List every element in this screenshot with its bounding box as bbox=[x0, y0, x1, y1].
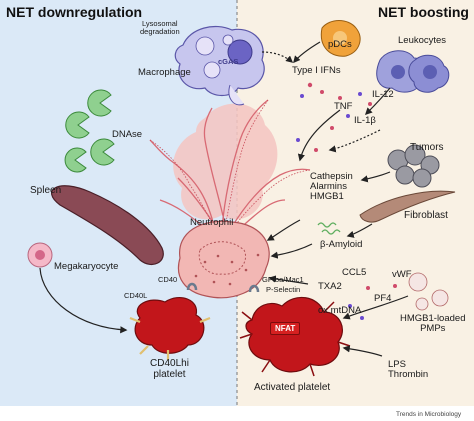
arrows bbox=[39, 41, 409, 357]
vwf-label: vWF bbox=[392, 269, 412, 280]
beta-amyloid-label: β-Amyloid bbox=[320, 239, 363, 250]
arrow-lps-to-platelet bbox=[342, 345, 383, 357]
p-selectin-label: P-Selectin bbox=[266, 285, 301, 294]
leukocytes-label: Leukocytes bbox=[398, 35, 447, 46]
spleen-organ bbox=[51, 185, 164, 265]
megakaryocyte-label: Megakaryocyte bbox=[54, 261, 119, 272]
tnf-label: TNF bbox=[334, 101, 353, 112]
activated-platelet-label: Activated platelet bbox=[254, 382, 331, 393]
txa2-label: TXA2 bbox=[318, 281, 342, 292]
hmgb1-pmps-label: HMGB1-loaded PMPs bbox=[400, 313, 466, 334]
gpiba-mac1-label: GPIba/Mac1 bbox=[262, 275, 304, 284]
type-i-ifns-label: Type I IFNs bbox=[292, 65, 341, 76]
right-panel-title: NET boosting bbox=[378, 4, 469, 20]
dnase-enzymes bbox=[64, 89, 115, 173]
lysosomal-degradation-label: Lysosomal degradation bbox=[140, 19, 180, 36]
neutrophil-receptors bbox=[186, 282, 260, 293]
macrophage-cell bbox=[174, 25, 265, 106]
arrow-platelet-mediators-to-neutrophil bbox=[268, 275, 309, 285]
cd40l-hi-platelet-label: CD40Lhi platelet bbox=[150, 358, 189, 380]
cd40l-hi-platelet bbox=[129, 297, 211, 360]
megakaryocyte-cell bbox=[27, 242, 53, 268]
ox-mtdna-label: ox mtDNA bbox=[318, 305, 362, 316]
cd40-label: CD40 bbox=[158, 275, 178, 284]
arrow-cathepsin-to-neutrophil bbox=[266, 219, 301, 241]
ccl5-label: CCL5 bbox=[342, 267, 367, 278]
cathepsin-alarmins-hmgb1-label: Cathepsin Alarmins HMGB1 bbox=[310, 171, 353, 202]
leukocyte-cells bbox=[376, 50, 450, 93]
arrow-pmps-to-platelet bbox=[342, 295, 409, 320]
cd40l-label: CD40L bbox=[124, 291, 148, 300]
tumors-label: Tumors bbox=[410, 142, 444, 153]
arrow-tumor-to-cathepsin bbox=[360, 171, 391, 183]
arrow-megakaryocyte-to-platelet bbox=[39, 267, 128, 334]
arrow-amyloid-to-neutrophil bbox=[270, 243, 313, 259]
spleen-label: Spleen bbox=[30, 185, 62, 196]
arrow-pdc-to-ifn bbox=[293, 41, 321, 64]
lps-thrombin-label: LPS Thrombin bbox=[388, 359, 429, 380]
arrow-macrophage-to-ifn bbox=[261, 51, 294, 63]
dnase-label: DNAse bbox=[112, 129, 143, 140]
cytokine-dots bbox=[296, 82, 397, 320]
tumor-cells bbox=[387, 144, 440, 188]
macrophage-label: Macrophage bbox=[138, 67, 191, 78]
net-fibres-coils bbox=[149, 99, 311, 231]
arrow-pdc-leuk-to-neutrophil bbox=[328, 129, 381, 153]
nfat-badge: NFAT bbox=[270, 322, 301, 335]
fibroblast-label: Fibroblast bbox=[404, 210, 448, 221]
neutrophil-cell bbox=[177, 220, 270, 299]
neutrophil-label: Neutrophil bbox=[190, 217, 234, 228]
journal-footer: Trends in Microbiology bbox=[396, 411, 462, 418]
arrow-cytokines-to-net bbox=[297, 109, 341, 162]
fibroblast-cell bbox=[359, 190, 456, 223]
pf4-label: PF4 bbox=[374, 293, 392, 304]
left-panel-title: NET downregulation bbox=[6, 4, 143, 20]
arrow-fibroblast-to-amyloid bbox=[346, 223, 373, 238]
cgas-label: cGAS bbox=[218, 57, 239, 66]
pdcs-label: pDCs bbox=[328, 39, 352, 50]
il12-label: IL-12 bbox=[372, 89, 394, 100]
pdc-cell bbox=[320, 20, 361, 57]
pmp-particles bbox=[408, 272, 449, 311]
arrow-leukocytes-to-il bbox=[364, 87, 391, 116]
beta-amyloid-fibrils bbox=[317, 222, 341, 235]
il1b-label: IL-1β bbox=[354, 115, 376, 126]
